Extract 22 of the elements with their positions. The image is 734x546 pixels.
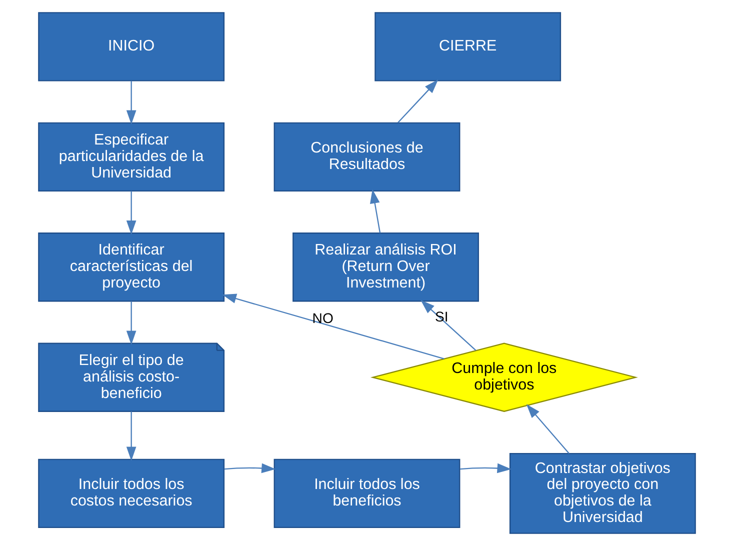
- node-box: Incluir todos los beneficios: [274, 458, 460, 528]
- node-box: Conclusiones de Resultados: [274, 122, 460, 192]
- node-diamond: Cumple con los objetivos: [370, 342, 638, 412]
- arrow: [126, 411, 136, 461]
- arrow: [222, 294, 444, 360]
- node-box: Incluir todos los costos necesarios: [38, 458, 225, 528]
- node-box: INICIO: [38, 12, 225, 82]
- node-box: Realizar análisis ROI (Return Over Investment): [292, 232, 479, 302]
- node-box: Contrastar objetivos del proyecto con objetivos de la Universidad: [509, 452, 696, 534]
- arrow: [370, 189, 381, 233]
- arrow: [126, 301, 136, 345]
- edge-label: NO: [312, 310, 334, 326]
- node-box: CIERRE: [374, 12, 562, 82]
- arrow: [526, 404, 570, 454]
- arrow: [126, 80, 136, 124]
- arrow: [460, 463, 512, 474]
- node-box: Identificar características del proyecto: [38, 232, 225, 302]
- arrow: [398, 80, 438, 124]
- node-box: Especificar particularidades de la Universidad: [38, 122, 225, 192]
- arrow: [420, 300, 476, 351]
- arrow: [126, 191, 136, 235]
- arrow: [224, 463, 276, 474]
